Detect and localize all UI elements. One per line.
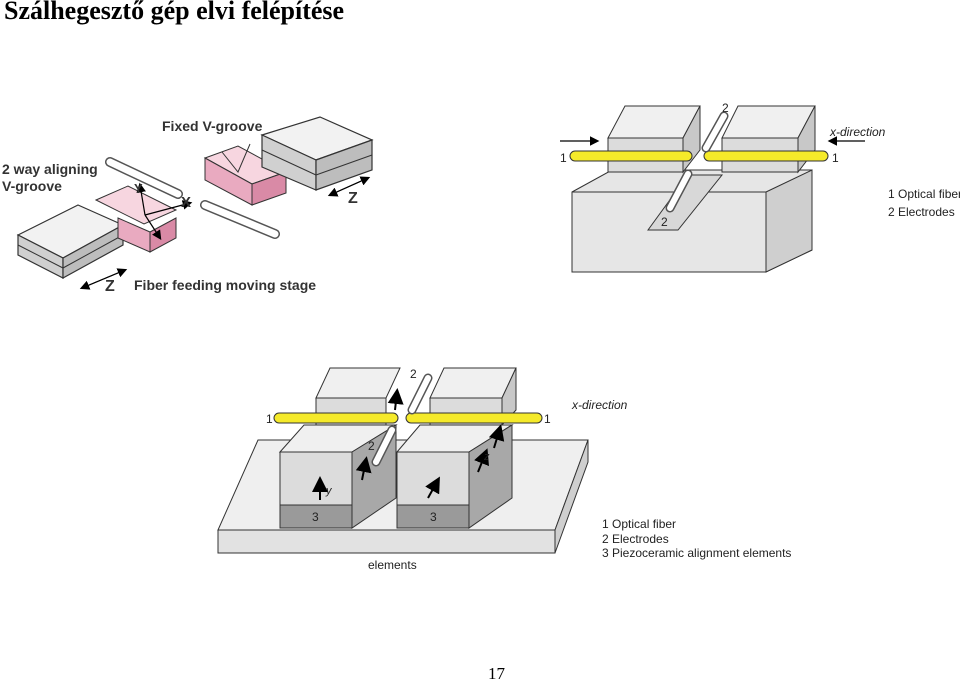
diagram-electrode-top: 1 1 2 2 x-direction 1 Optical fiber 2 El… <box>560 101 960 273</box>
d2-num2-top: 2 <box>722 101 729 115</box>
d2-num2-bottom: 2 <box>661 215 668 229</box>
d3-x-direction: x-direction <box>571 398 628 412</box>
fiber-left <box>569 150 693 162</box>
d2-legend-optical-fiber: 1 Optical fiber <box>888 187 960 201</box>
d3-num2-bottom: 2 <box>368 439 375 453</box>
d3-legend-optical-fiber: 1 Optical fiber <box>602 517 676 531</box>
label-fixed-v-groove: Fixed V-groove <box>162 118 263 134</box>
d3-num2-top: 2 <box>410 367 417 381</box>
fiber-right <box>703 150 829 162</box>
d3-num1-left: 1 <box>266 412 273 426</box>
diagram-piezo-alignment: 1 1 2 2 3 3 y z x-direction elements 1 O… <box>217 367 791 572</box>
left-stage-block <box>16 204 125 280</box>
label-y-axis: Y <box>134 181 143 196</box>
two-way-v-groove <box>94 185 178 253</box>
page-number: 17 <box>488 664 505 683</box>
label-x-axis: X <box>181 194 191 211</box>
label-z-axis-right: Z <box>348 190 358 207</box>
label-z-axis-left: Z <box>105 278 115 295</box>
page-title: Szálhegesztő gép elvi felépítése <box>4 0 345 25</box>
d3-fiber-left <box>273 412 399 424</box>
label-fiber-feeding: Fiber feeding moving stage <box>134 277 316 293</box>
d3-num3-right: 3 <box>430 510 437 524</box>
d3-z-axis: z <box>483 451 490 463</box>
d2-x-direction: x-direction <box>829 125 886 139</box>
d2-num1-left: 1 <box>560 151 567 165</box>
d2-legend-electrodes: 2 Electrodes <box>888 205 955 219</box>
d3-num1-right: 1 <box>544 412 551 426</box>
label-two-way-2: V-groove <box>2 178 62 194</box>
d3-elements: elements <box>368 558 417 572</box>
d2-num1-right: 1 <box>832 151 839 165</box>
d3-fiber-right <box>405 412 543 424</box>
label-two-way-1: 2 way aligning <box>2 161 98 177</box>
d3-legend-piezo: 3 Piezoceramic alignment elements <box>602 546 791 560</box>
d3-num3-left: 3 <box>312 510 319 524</box>
right-stage-block <box>260 116 374 191</box>
d3-legend-electrodes: 2 Electrodes <box>602 532 669 546</box>
fixed-v-groove-block <box>203 143 288 206</box>
d3-y-axis: y <box>325 485 333 497</box>
diagram-fiber-stage: Fixed V-groove 2 way aligning V-groove Y… <box>2 116 374 295</box>
